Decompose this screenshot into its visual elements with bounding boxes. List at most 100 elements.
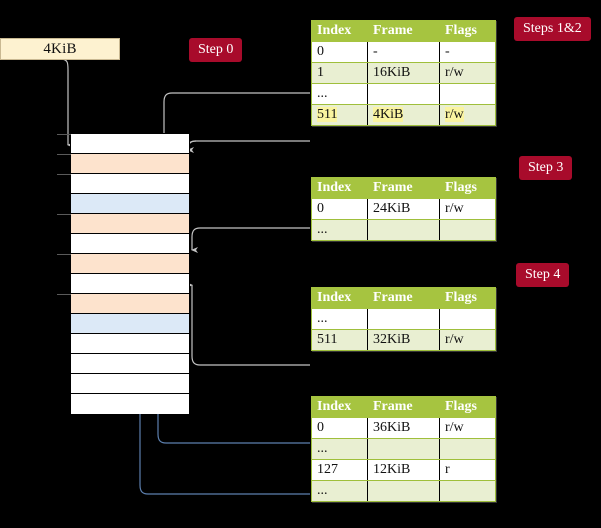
memory-frame-row	[57, 174, 189, 194]
column-header: Index	[311, 287, 368, 309]
page-box-4kib: 4KiB	[0, 38, 120, 60]
step-label-step-3: Step 3	[519, 156, 573, 180]
table-cell: 1	[311, 62, 368, 84]
column-header: Flags	[439, 177, 496, 199]
table-cell	[367, 83, 440, 105]
table-cell	[439, 438, 496, 460]
memory-frame-row	[71, 374, 189, 394]
column-header: Frame	[367, 287, 440, 309]
table-cell: ...	[311, 438, 368, 460]
table-cell: 32KiB	[367, 329, 440, 351]
memory-frame-row	[71, 314, 189, 334]
table-cell: ...	[311, 480, 368, 502]
table-cell	[367, 438, 440, 460]
step-label-step-0: Step 0	[189, 38, 243, 62]
table-cell	[367, 480, 440, 502]
table-cell: 36KiB	[367, 417, 440, 439]
memory-frame-row	[71, 334, 189, 354]
table-cell: r/w	[439, 198, 496, 220]
table-row: ...	[311, 219, 496, 241]
table-cell: 24KiB	[367, 198, 440, 220]
table-cell: 511	[311, 329, 368, 351]
memory-frame-row	[57, 154, 189, 174]
table-cell: ...	[311, 219, 368, 241]
table-row: ...	[311, 308, 496, 330]
table-cell: 511	[311, 104, 368, 126]
table-cell: 0	[311, 41, 368, 63]
table-cell: r/w	[439, 62, 496, 84]
column-header: Index	[311, 177, 368, 199]
memory-row-tick	[57, 294, 71, 295]
memory-row-tick	[57, 154, 71, 155]
table-cell: r/w	[439, 329, 496, 351]
wire-t3-511-in	[186, 282, 310, 366]
page-box-label: 4KiB	[43, 40, 77, 57]
table-cell: r	[439, 459, 496, 481]
memory-row-tick	[57, 214, 71, 215]
table-cell	[439, 219, 496, 241]
memory-frame-row	[57, 294, 189, 314]
wire-4kib-to-memory	[59, 58, 74, 148]
physical-memory-column	[57, 133, 190, 414]
table-cell	[367, 219, 440, 241]
wire-t1-511-in	[187, 140, 310, 150]
memory-frame-row	[71, 354, 189, 374]
memory-frame-row	[71, 274, 189, 294]
table-cell	[367, 308, 440, 330]
step-label-steps-1-2: Steps 1&2	[514, 17, 591, 41]
highlighted-value: 4KiB	[373, 107, 404, 122]
table-cell	[439, 480, 496, 502]
table-cell: r/w	[439, 417, 496, 439]
table-cell: ...	[311, 83, 368, 105]
table-cell: 0	[311, 198, 368, 220]
table-row: 0--	[311, 41, 496, 63]
memory-row-tick	[57, 174, 71, 175]
table-cell: -	[439, 41, 496, 63]
memory-row-tick	[57, 254, 71, 255]
column-header: Frame	[367, 20, 440, 42]
table-cell: 4KiB	[367, 104, 440, 126]
highlighted-value: 511	[317, 107, 338, 122]
table-row: ...	[311, 480, 496, 502]
step-label-step-4: Step 4	[516, 263, 570, 287]
memory-frame-row	[71, 234, 189, 254]
memory-frame-row	[57, 254, 189, 274]
memory-frame-row	[71, 394, 189, 414]
column-header: Frame	[367, 396, 440, 418]
memory-frame-row	[57, 214, 189, 234]
table-cell: 16KiB	[367, 62, 440, 84]
memory-row-tick	[57, 134, 71, 135]
table-cell: -	[367, 41, 440, 63]
column-header: Flags	[439, 396, 496, 418]
table-cell	[439, 308, 496, 330]
column-header: Flags	[439, 287, 496, 309]
column-header: Flags	[439, 20, 496, 42]
table-cell: 127	[311, 459, 368, 481]
table-cell: ...	[311, 308, 368, 330]
column-header: Index	[311, 20, 368, 42]
column-header: Index	[311, 396, 368, 418]
column-header: Frame	[367, 177, 440, 199]
table-row: ...	[311, 83, 496, 105]
table-row: 511 4KiB r/w	[311, 104, 496, 126]
highlighted-value: r/w	[445, 107, 464, 122]
table-cell: r/w	[439, 104, 496, 126]
table-cell	[439, 83, 496, 105]
memory-frame-row	[57, 134, 189, 154]
